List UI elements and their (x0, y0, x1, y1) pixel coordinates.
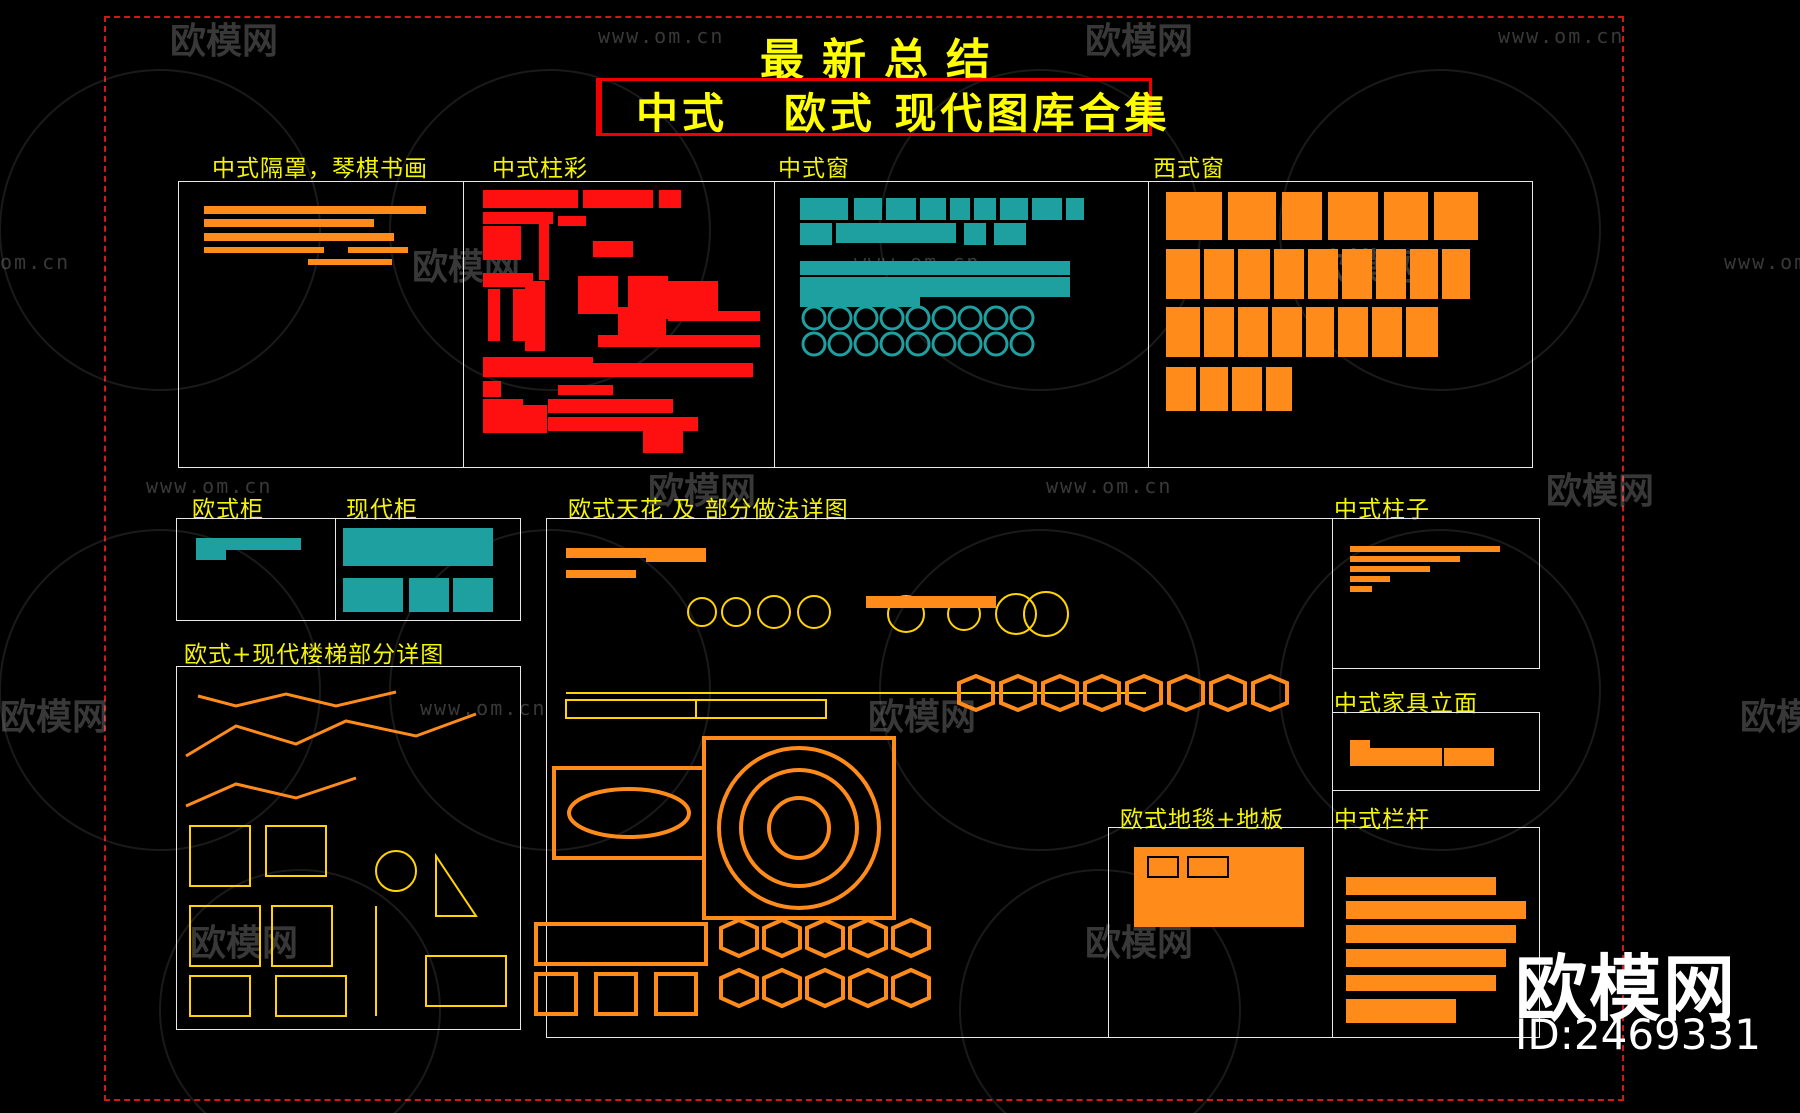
drawing-modern-cabinet (343, 528, 493, 612)
watermark-logo: 欧模网 (1085, 21, 1194, 62)
watermark-logo: 欧模网 (1085, 923, 1194, 964)
drawing-chinese-railing (1346, 877, 1526, 1023)
drawing-chinese-pillar (1350, 546, 1500, 592)
watermark-logo: 欧模网 (648, 471, 757, 512)
label-chinese-partition: 中式隔罩，琴棋书画 (212, 156, 428, 182)
drawing-border (104, 16, 1624, 1101)
asset-id: ID:2469331 (1515, 1010, 1761, 1059)
page-subtitle: 中式 欧式 现代图库合集 (636, 89, 1171, 138)
label-stair-details: 欧式+现代楼梯部分详图 (184, 642, 445, 668)
watermark-url: www.om.cn (146, 474, 273, 498)
label-chinese-column-paint: 中式柱彩 (492, 156, 588, 182)
watermark-logo: 欧模网 (1740, 697, 1800, 738)
drawing-chinese-partition (204, 206, 426, 265)
drawing-chinese-furniture (1350, 740, 1494, 766)
drawing-euro-cabinet (196, 538, 301, 560)
drawing-euro-carpet (1134, 847, 1304, 927)
watermark-url: www.om.cn (598, 24, 725, 48)
drawing-western-window (1166, 192, 1478, 411)
drawing-stair-details (185, 690, 507, 1017)
watermark-url: om.cn (0, 250, 71, 274)
watermark-url: www.om.cn (1046, 474, 1173, 498)
drawing-euro-ceiling (534, 548, 1289, 1016)
panel-modern-cabinet (335, 518, 521, 621)
watermark-logo: 欧模网 (1546, 471, 1655, 512)
watermark-url: www.om.cn (420, 696, 547, 720)
watermark-url: www.om.cn (1498, 24, 1625, 48)
label-chinese-window: 中式窗 (778, 156, 850, 182)
panel-western-window (1148, 181, 1533, 468)
watermark-logo: 欧模网 (190, 923, 299, 964)
label-euro-carpet: 欧式地毯+地板 (1120, 807, 1285, 833)
page-title: 最新总结 (760, 35, 1008, 86)
panel-chinese-railing (1332, 827, 1540, 1038)
panel-chinese-pillar (1332, 518, 1540, 669)
brand-watermark: 欧模网 (1515, 947, 1738, 1031)
label-western-window: 西式窗 (1153, 156, 1225, 182)
title-frame (596, 78, 1152, 136)
drawing-chinese-column-paint (483, 190, 760, 453)
watermark-logo: 欧模网 (170, 21, 279, 62)
panel-stair-details (176, 666, 521, 1030)
watermark-url: www.om.cn (1724, 250, 1800, 274)
watermark-logo: 欧模网 (0, 697, 109, 738)
panel-chinese-furniture (1332, 712, 1540, 791)
label-chinese-railing: 中式栏杆 (1334, 807, 1430, 833)
drawing-chinese-window (800, 198, 1084, 357)
